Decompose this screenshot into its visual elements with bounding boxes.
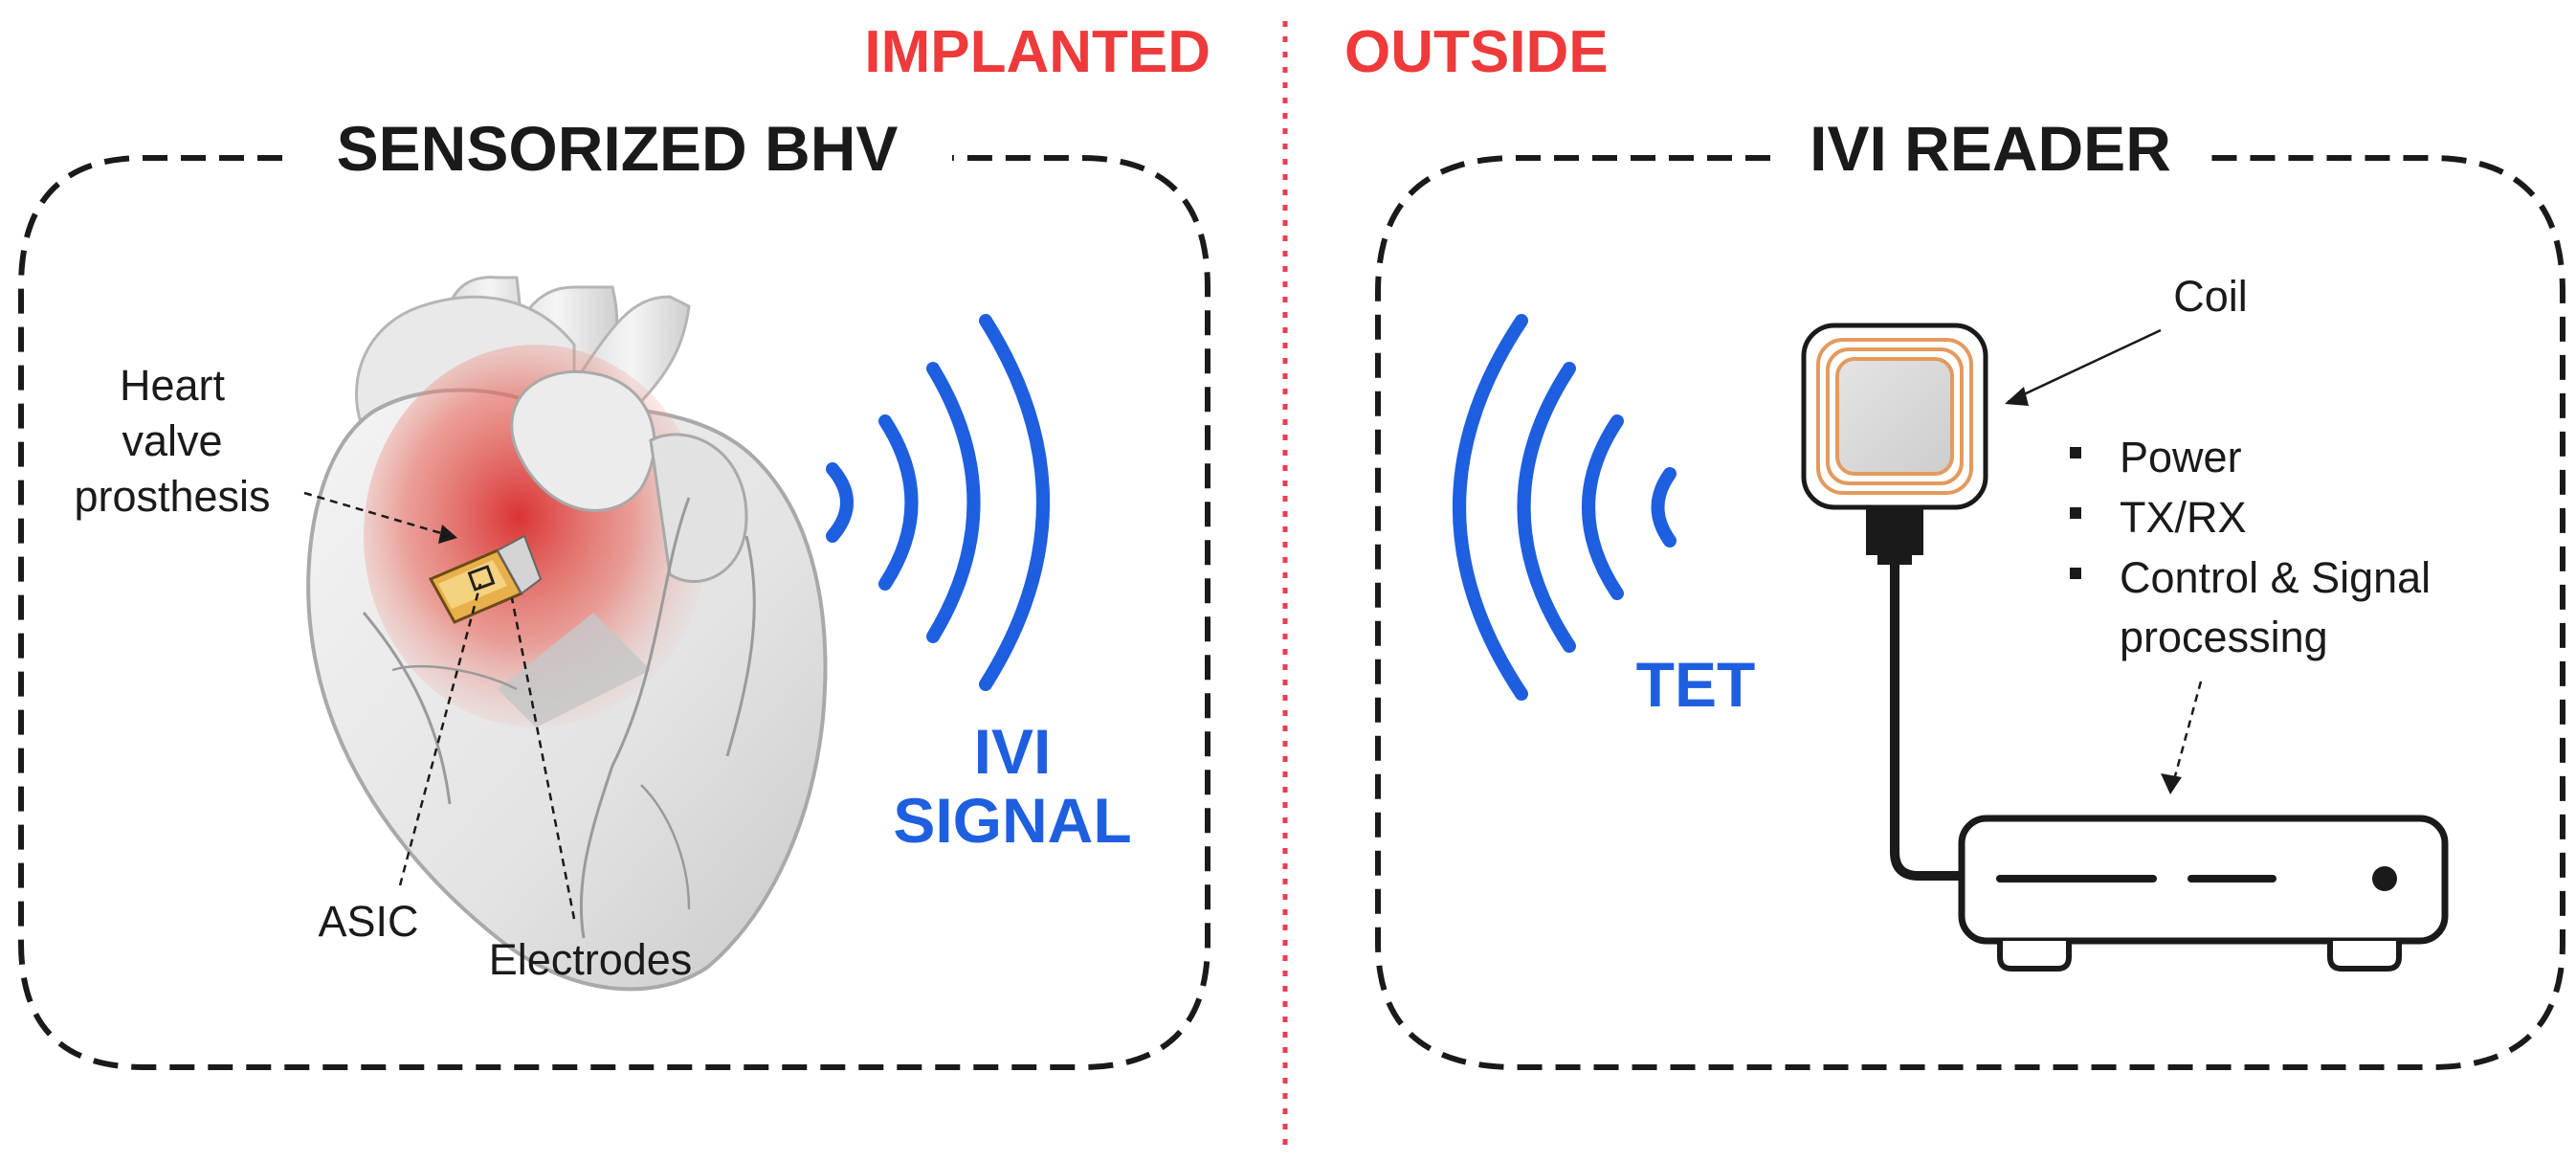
sensorized-bhv-title: SENSORIZED BHV — [337, 113, 899, 184]
ivi-signal-label-1: IVI — [974, 716, 1052, 787]
coil-label: Coil — [2173, 272, 2248, 321]
ivi-reader-title: IVI READER — [1810, 113, 2171, 184]
coil-arrowhead — [2005, 387, 2029, 406]
label-heart: Heart — [120, 361, 226, 410]
asic-pointer — [398, 583, 482, 886]
ivi-signal-label-2: SIGNAL — [893, 785, 1131, 856]
processing-arrowhead — [2161, 773, 2182, 794]
label-prosthesis: prosthesis — [74, 472, 270, 521]
coil-device — [1801, 323, 1988, 565]
valve-prosthesis — [428, 534, 543, 624]
implanted-label: IMPLANTED — [864, 19, 1210, 85]
prosthesis-arrowhead — [438, 525, 457, 544]
label-asic: ASIC — [318, 897, 418, 946]
reader-box — [1958, 815, 2449, 972]
bullet-icon — [2070, 447, 2081, 458]
feature-power: Power — [2120, 433, 2242, 481]
reader-cable — [1890, 563, 1962, 881]
bullet-icon — [2070, 507, 2081, 519]
ivi-signal-waves — [826, 314, 1050, 691]
feature-list: Power TX/RX Control & Signal processing — [2070, 433, 2431, 661]
bullet-icon — [2070, 568, 2081, 579]
tet-waves — [1453, 314, 1677, 701]
coil-pointer — [2007, 328, 2162, 404]
feature-processing: processing — [2120, 613, 2328, 661]
label-electrodes: Electrodes — [489, 935, 693, 984]
processing-pointer — [2170, 681, 2203, 788]
label-valve: valve — [122, 416, 222, 465]
sensorized-bhv-frame — [18, 155, 1210, 1070]
feature-control: Control & Signal — [2120, 553, 2431, 602]
feature-txrx: TX/RX — [2120, 493, 2247, 542]
electrodes-pointer — [510, 597, 576, 920]
outside-label: OUTSIDE — [1344, 19, 1609, 85]
ivi-reader-frame — [1375, 155, 2565, 1070]
heart-illustration — [306, 276, 828, 992]
tet-label: TET — [1636, 649, 1756, 720]
